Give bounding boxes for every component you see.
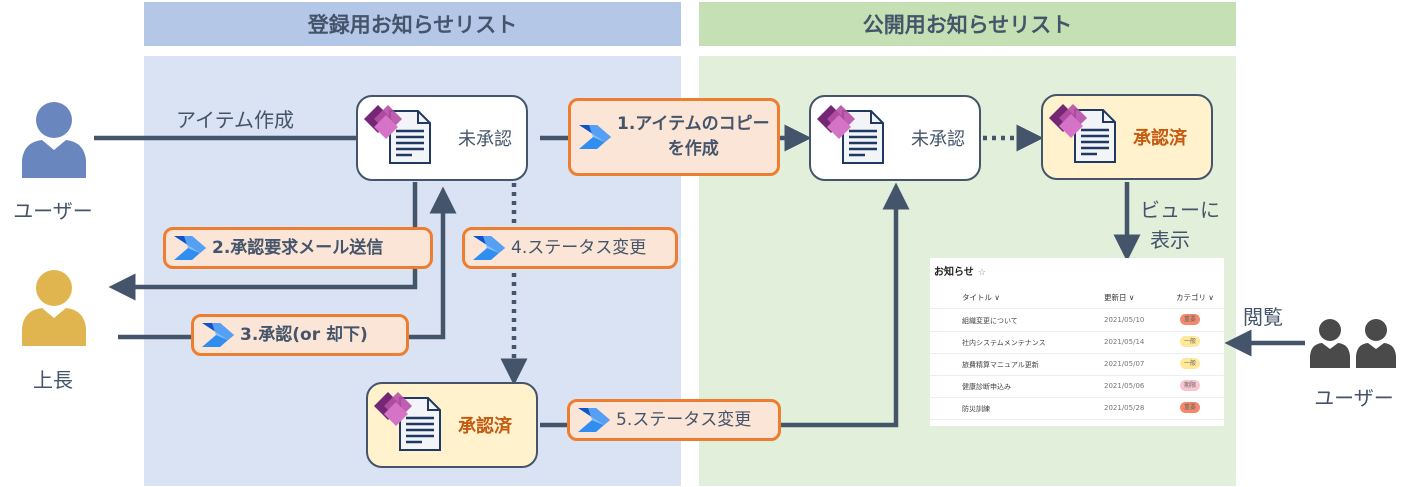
- show-in-view-label-line1: ビューに: [1140, 198, 1220, 222]
- document-icon: [399, 397, 441, 451]
- pub-approved-item: 承認済: [1041, 94, 1213, 180]
- user-icon: [22, 102, 86, 178]
- status-label: 承認済: [458, 416, 512, 437]
- item-title[interactable]: 防災訓練: [962, 405, 990, 413]
- browse-label: 閲覧: [1243, 305, 1283, 329]
- document-icon: [1074, 109, 1116, 163]
- power-apps-icon: [1049, 104, 1087, 138]
- power-apps-icon: [817, 105, 855, 139]
- reg-unapproved-item: 未承認: [356, 95, 528, 181]
- item-title[interactable]: 旅費精算マニュアル更新: [962, 361, 1039, 369]
- category-badge: 重要: [1180, 402, 1200, 413]
- flow-step-5: 5.ステータス変更: [567, 399, 781, 441]
- item-title[interactable]: 社内システムメンテナンス: [962, 339, 1046, 347]
- document-icon: [842, 110, 884, 164]
- item-title[interactable]: 組織変更について: [962, 317, 1018, 325]
- status-label: 未承認: [911, 129, 965, 150]
- list-item[interactable]: 防災訓練 2021/05/28 重要: [930, 397, 1224, 420]
- show-in-view-label-line2: 表示: [1150, 228, 1190, 252]
- flow-step-2-label: 2.承認要求メール送信: [212, 237, 384, 258]
- flow-step-3: 3.承認(or 却下): [191, 314, 409, 356]
- approval-request-line: [108, 182, 418, 301]
- favorite-star-icon[interactable]: ☆: [977, 268, 986, 278]
- user-label-right: ユーザー: [1314, 386, 1394, 410]
- category-badge: 一般: [1180, 358, 1200, 369]
- flow-step-3-label: 3.承認(or 却下): [240, 324, 368, 345]
- power-automate-icon: [579, 125, 611, 149]
- list-header-row: タイトル ∨ 更新日 ∨ カテゴリ ∨: [930, 290, 1224, 309]
- item-title[interactable]: 健康診断申込み: [962, 383, 1011, 391]
- pub-unapproved-item: 未承認: [809, 95, 981, 181]
- list-item[interactable]: 健康診断申込み 2021/05/06 期限: [930, 375, 1224, 398]
- registration-list-header: 登録用お知らせリスト: [144, 2, 681, 46]
- category-badge: 期限: [1180, 380, 1200, 391]
- list-title: お知らせ☆: [934, 263, 986, 278]
- registration-list-title: 登録用お知らせリスト: [307, 13, 518, 37]
- manager-icon: [22, 270, 86, 346]
- power-automate-icon: [174, 236, 206, 260]
- create-item-label: アイテム作成: [176, 108, 294, 132]
- flow-step-4: 4.ステータス変更: [462, 227, 678, 269]
- item-date: 2021/05/28: [1104, 404, 1145, 412]
- public-list-title: 公開用お知らせリスト: [862, 13, 1073, 37]
- public-list-header: 公開用お知らせリスト: [699, 2, 1236, 46]
- item-date: 2021/05/07: [1104, 360, 1145, 368]
- column-header-category[interactable]: カテゴリ ∨: [1176, 293, 1214, 302]
- document-icon: [389, 110, 431, 164]
- list-item[interactable]: 社内システムメンテナンス 2021/05/14 一般: [930, 331, 1224, 354]
- column-header-title[interactable]: タイトル ∨: [962, 293, 1000, 302]
- status-label: 未承認: [458, 129, 512, 150]
- list-item[interactable]: 組織変更について 2021/05/10 重要: [930, 309, 1224, 332]
- list-item[interactable]: 旅費精算マニュアル更新 2021/05/07 一般: [930, 353, 1224, 376]
- flow-step-4-label: 4.ステータス変更: [511, 237, 647, 258]
- power-apps-icon: [364, 105, 402, 139]
- list-title-text: お知らせ: [934, 267, 974, 278]
- category-badge: 一般: [1180, 336, 1200, 347]
- flow-step-2: 2.承認要求メール送信: [163, 227, 433, 269]
- item-date: 2021/05/10: [1104, 316, 1145, 324]
- item-date: 2021/05/06: [1104, 382, 1145, 390]
- manager-label: 上長: [33, 368, 73, 392]
- flow-step-5-label: 5.ステータス変更: [616, 409, 752, 430]
- viewers-icon: [1310, 319, 1396, 368]
- announcement-list-view: お知らせ☆ タイトル ∨ 更新日 ∨ カテゴリ ∨ 組織変更について 2021/0…: [930, 258, 1224, 426]
- category-badge: 重要: [1180, 314, 1200, 325]
- power-automate-icon: [473, 236, 505, 260]
- flow-step-1: 1.アイテムのコピー を作成: [568, 98, 780, 176]
- power-apps-icon: [374, 392, 412, 426]
- power-automate-icon: [578, 408, 610, 432]
- item-date: 2021/05/14: [1104, 338, 1145, 346]
- column-header-date[interactable]: 更新日 ∨: [1104, 293, 1135, 302]
- status-sync-line-b: [780, 182, 910, 428]
- reg-approved-item: 承認済: [366, 382, 538, 468]
- power-automate-icon: [202, 323, 234, 347]
- user-label-left: ユーザー: [13, 199, 93, 223]
- status-label: 承認済: [1133, 128, 1187, 149]
- flow-step-1-label: 1.アイテムのコピー を作成: [617, 114, 770, 159]
